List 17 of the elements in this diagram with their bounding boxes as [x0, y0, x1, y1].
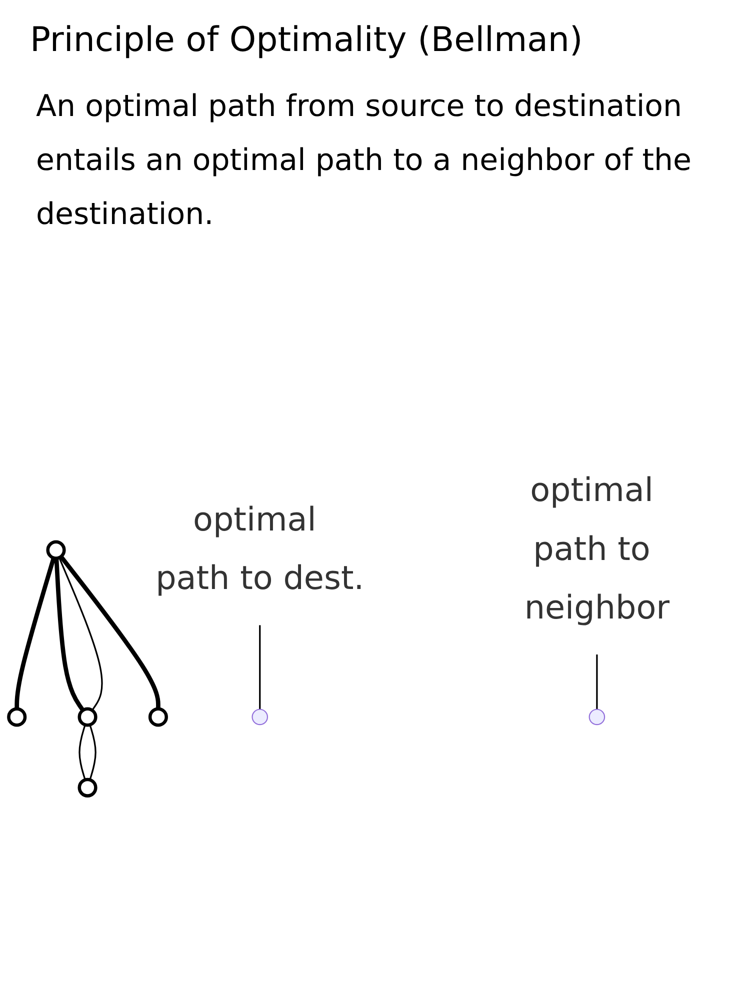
node-text: optimal path to neighbor	[524, 472, 670, 628]
connector	[59, 555, 160, 710]
node-circle	[78, 707, 98, 727]
connector	[58, 558, 103, 711]
connector	[14, 558, 56, 710]
connector	[54, 558, 85, 712]
body-text: An optimal path from source to destination entails an optimal path to a neighbor of the destination.	[36, 88, 692, 234]
title: Principle of Optimality (Bellman)	[30, 20, 584, 60]
connector	[596, 654, 598, 710]
connector	[89, 724, 96, 780]
node-circle	[46, 540, 66, 560]
node-circle	[7, 707, 27, 727]
connector	[259, 625, 261, 710]
node-text: optimal path to dest.	[156, 501, 364, 598]
connector	[78, 724, 86, 780]
node-circle	[78, 778, 98, 798]
node-circle	[148, 707, 168, 727]
